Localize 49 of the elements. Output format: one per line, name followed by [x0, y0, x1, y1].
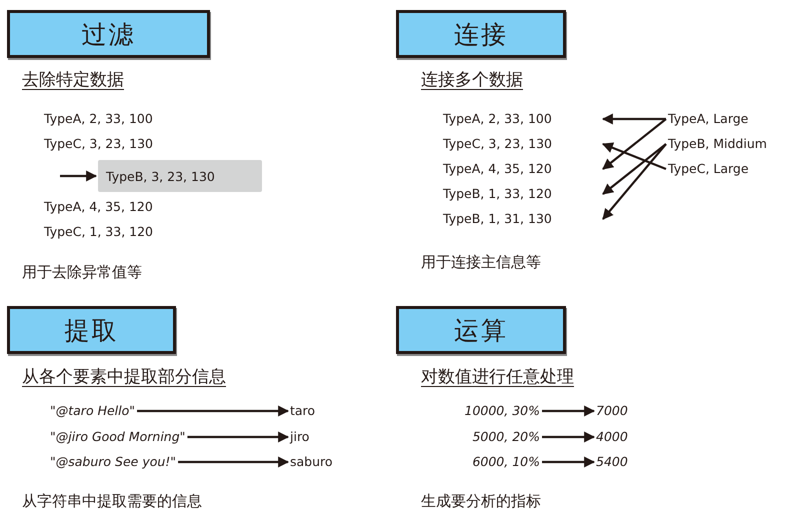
arrow [187, 432, 290, 442]
data-record: 6000, 10% [440, 453, 540, 471]
arrow [542, 456, 596, 468]
data-record: 10000, 30% [440, 402, 540, 420]
data-record: jiro [290, 428, 310, 446]
arrow [602, 143, 667, 220]
subtitle: 连接多个数据 [421, 69, 523, 91]
arrow [137, 406, 290, 416]
section-header: 过滤 [7, 10, 210, 58]
data-record: saburo [290, 453, 333, 471]
subtitle: 从各个要素中提取部分信息 [22, 366, 226, 388]
data-record: TypeA, Large [668, 110, 748, 128]
section-header: 提取 [7, 306, 176, 354]
arrow [60, 170, 98, 182]
section-header: 连接 [396, 10, 566, 58]
data-record: TypeC, Large [668, 160, 749, 178]
subtitle: 对数值进行任意处理 [421, 366, 574, 388]
note: 用于去除异常值等 [22, 262, 142, 283]
note: 从字符串中提取需要的信息 [22, 491, 202, 512]
data-record: TypeC, 3, 23, 130 [443, 135, 603, 153]
data-record: TypeA, 4, 35, 120 [443, 160, 603, 178]
data-record: TypeA, 4, 35, 120 [44, 198, 153, 216]
data-record: TypeB, 1, 31, 130 [443, 210, 603, 228]
data-record: TypeA, 2, 33, 100 [443, 110, 603, 128]
data-record: taro [290, 402, 316, 420]
data-record: TypeA, 2, 33, 100 [44, 110, 153, 128]
data-record: "@jiro Good Morning" [50, 428, 186, 446]
arrow [602, 118, 667, 170]
arrow [542, 432, 596, 442]
arrow [602, 114, 666, 124]
data-record: TypeB, 1, 33, 120 [443, 185, 603, 203]
data-record: 5400 [596, 453, 628, 471]
arrow [602, 143, 667, 195]
arrow [542, 406, 596, 416]
arrow [178, 456, 290, 468]
data-record: TypeC, 3, 23, 130 [44, 135, 153, 153]
arrow [602, 142, 666, 170]
data-record: "@saburo See you!" [50, 453, 176, 471]
data-record: "@taro Hello" [50, 402, 136, 420]
data-record: TypeC, 1, 33, 120 [44, 223, 153, 241]
data-record: 7000 [596, 402, 628, 420]
highlighted-record: TypeB, 3, 23, 130 [98, 160, 262, 192]
subtitle: 去除特定数据 [22, 69, 124, 91]
data-record: TypeB, Middium [668, 135, 767, 153]
note: 用于连接主信息等 [421, 252, 541, 273]
data-record: 4000 [596, 428, 628, 446]
note: 生成要分析的指标 [421, 491, 541, 512]
section-header: 运算 [396, 306, 566, 354]
data-record: 5000, 20% [440, 428, 540, 446]
